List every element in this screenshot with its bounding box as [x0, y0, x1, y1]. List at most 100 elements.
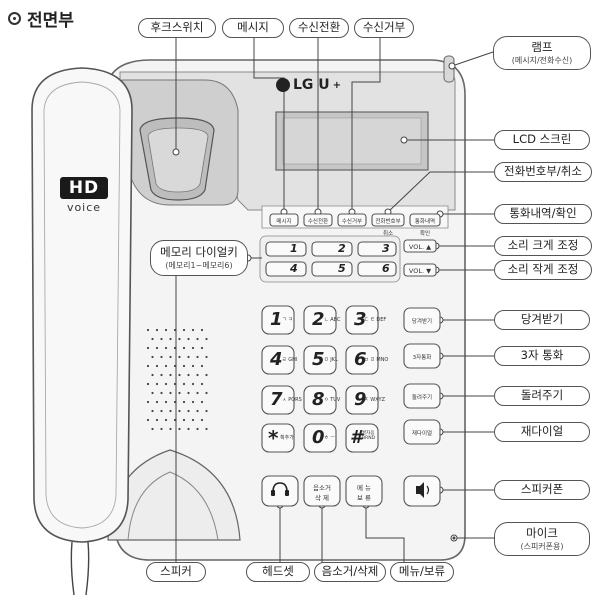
grille-hole: [205, 355, 208, 359]
dial-key-0[interactable]: 0: [312, 427, 325, 448]
dial-key-4-sub: ㄹ GHI: [282, 357, 298, 363]
dial-key-3[interactable]: 3: [354, 309, 367, 330]
grille-hole: [155, 400, 159, 404]
dial-key-star[interactable]: *: [268, 426, 279, 450]
memory-key-1[interactable]: 1: [290, 242, 298, 255]
grille-hole: [191, 328, 195, 332]
dial-key-hash-sub: 쌍자음 BRND: [362, 431, 376, 441]
grille-hole: [164, 346, 168, 350]
leader-menu: [365, 505, 405, 566]
grille-hole: [164, 418, 168, 422]
callout-lamp: 램프(메시지/전화수신): [493, 36, 591, 70]
grille-hole: [196, 337, 199, 341]
dial-key-4[interactable]: 4: [270, 349, 283, 370]
dial-key-6[interactable]: 6: [354, 349, 367, 370]
dial-key-2[interactable]: 2: [312, 309, 325, 330]
grille-hole: [187, 427, 190, 431]
dial-key-0-sub: ㅎ ㅡ: [324, 435, 335, 441]
grille-hole: [178, 391, 181, 395]
grille-hole: [178, 409, 181, 413]
memory-key-4[interactable]: 4: [290, 262, 298, 275]
lgu-logo: LG U+: [276, 77, 341, 93]
key-label-redial: 재다이얼: [411, 431, 433, 437]
grille-hole: [146, 328, 150, 332]
callout-volume-down: 소리 작게 조정: [494, 260, 592, 280]
key-label-message: 메시지: [276, 219, 292, 225]
callout-hook-switch: 후크스위치: [138, 18, 216, 38]
callout-redial: 재다이얼: [494, 422, 590, 442]
lg-logo-icon: [276, 78, 290, 92]
page-title-text: 전면부: [27, 11, 74, 31]
grille-hole: [182, 346, 186, 350]
callout-lcd: LCD 스크린: [494, 130, 590, 150]
grille-hole: [160, 337, 163, 341]
dial-key-5[interactable]: 5: [312, 349, 325, 370]
key-label-vol-up: VOL. ▲: [408, 243, 432, 251]
dial-key-3-sub: ㄷ ㅌ DEF: [364, 317, 387, 323]
grille-hole: [182, 364, 186, 368]
dial-key-1-sub: ㄱ ㅋ: [282, 317, 293, 323]
grille-hole: [151, 409, 154, 413]
grille-hole: [196, 373, 199, 377]
callout-three-way: 3자 통화: [494, 346, 590, 366]
grille-hole: [160, 427, 163, 431]
leader-lines: [175, 34, 494, 566]
handset: [31, 67, 133, 543]
hd-badge: HD: [60, 177, 108, 199]
speaker-grille: [146, 328, 208, 431]
grille-hole: [164, 382, 168, 386]
grille-hole: [169, 355, 172, 359]
callout-mic: 마이크(스피커폰용): [494, 522, 590, 556]
grille-hole: [182, 328, 186, 332]
key-label-phonebook-sub: 취소: [382, 231, 394, 237]
memory-key-5[interactable]: 5: [338, 262, 346, 275]
callout-headset: 헤드셋: [246, 562, 310, 582]
key-label-menu-bottom: 보 류: [356, 494, 372, 502]
grille-hole: [200, 328, 204, 332]
mic-hole: [452, 536, 456, 540]
grille-hole: [191, 382, 195, 386]
grille-hole: [187, 355, 190, 359]
grille-hole: [146, 346, 150, 350]
page-title: 전면부: [8, 6, 74, 31]
callout-call-log-confirm: 통화내역/확인: [494, 204, 592, 224]
grille-hole: [205, 409, 208, 413]
grille-hole: [146, 364, 150, 368]
grille-hole: [178, 427, 181, 431]
key-label-menu-top: 메 뉴: [356, 484, 372, 492]
dial-key-2-sub: ㄴ ABC: [324, 317, 341, 323]
dial-key-hash[interactable]: #: [350, 427, 363, 448]
grille-hole: [160, 373, 163, 377]
dial-key-9[interactable]: 9: [354, 389, 367, 410]
memory-key-6[interactable]: 6: [382, 262, 390, 275]
dial-key-8-sub: ㅇ TUV: [324, 397, 341, 403]
dial-key-7-sub: ㅅ PQRS: [282, 397, 302, 403]
dial-key-1[interactable]: 1: [270, 309, 283, 330]
grille-hole: [191, 364, 195, 368]
dial-key-7[interactable]: 7: [270, 389, 283, 410]
grille-hole: [155, 418, 159, 422]
grille-hole: [146, 400, 150, 404]
voice-badge: voice: [66, 201, 102, 214]
grille-hole: [155, 364, 159, 368]
callout-phonebook-cancel: 전화번호부/취소: [494, 162, 592, 182]
grille-hole: [151, 391, 154, 395]
grille-hole: [169, 373, 172, 377]
key-label-mute-bottom: 삭 제: [314, 494, 330, 502]
logo-plus: +: [332, 79, 342, 91]
grille-hole: [155, 382, 159, 386]
handset-cord: [70, 541, 90, 595]
grille-hole: [200, 364, 204, 368]
memory-key-3[interactable]: 3: [382, 242, 390, 255]
grille-hole: [196, 391, 199, 395]
callout-pickup: 당겨받기: [494, 310, 590, 330]
memory-key-2[interactable]: 2: [338, 242, 346, 255]
grille-hole: [151, 337, 154, 341]
grille-hole: [155, 328, 159, 332]
grille-hole: [200, 400, 204, 404]
callout-memory-dial: 메모리 다이얼키(메모리1~메모리6): [150, 240, 248, 276]
dial-key-8[interactable]: 8: [312, 389, 325, 410]
grille-hole: [182, 400, 186, 404]
grille-hole: [151, 427, 154, 431]
